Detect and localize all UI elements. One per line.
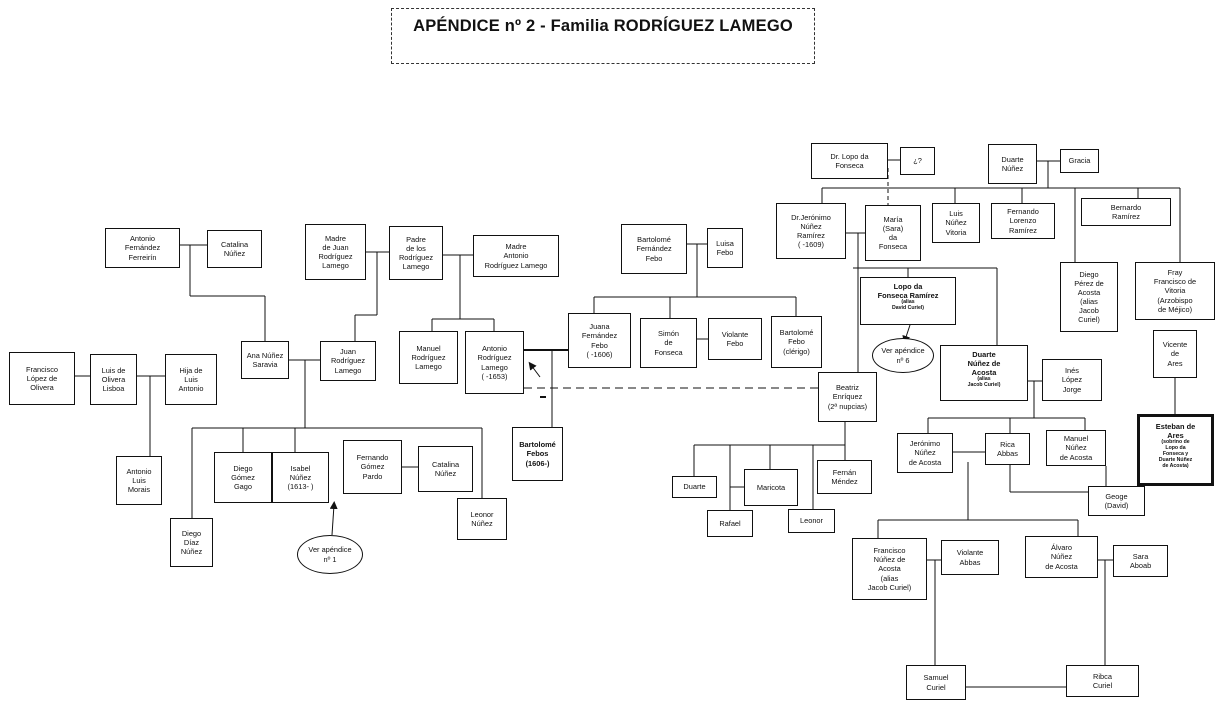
person-diego-perez-de-acosta: Diego Pérez de Acosta (alias Jacob Curie…	[1060, 262, 1118, 332]
person-ines-lopez-jorge: Inés López Jorge	[1042, 359, 1102, 401]
person-antonio-luis-morais: Antonio Luis Morais	[116, 456, 162, 505]
person-juan-rodriguez-lamego: Juan Rodríguez Lamego	[320, 341, 376, 381]
reference-ver-apendice-1: Ver apéndice nº 1	[297, 535, 363, 574]
person-esteban-de-ares-name: Esteban de Ares	[1155, 422, 1196, 441]
diagram-title: APÉNDICE nº 2 - Familia RODRÍGUEZ LAMEGO	[391, 8, 815, 64]
person-luis-nunez-vitoria: Luis Núñez Vitoria	[932, 203, 980, 243]
person-violante-febo: Violante Febo	[708, 318, 762, 360]
person-dr-jeronimo-nunez-ramirez: Dr.Jerónimo Núñez Ramírez ( -1609)	[776, 203, 846, 259]
person-samuel-curiel: Samuel Curiel	[906, 665, 966, 700]
person-dr-lopo-da-fonseca: Dr. Lopo da Fonseca	[811, 143, 888, 179]
person-violante-abbas: Violante Abbas	[941, 540, 999, 575]
person-bartolome-febos: Bartolomé Febos (1606-)	[512, 427, 563, 481]
person-fernando-gomez-pardo: Fernando Gómez Pardo	[343, 440, 402, 494]
person-padre-de-los-rodriguez-lamego: Padre de los Rodríguez Lamego	[389, 226, 443, 280]
person-esteban-de-ares: Esteban de Ares(sobrino de Lopo da Fonse…	[1137, 414, 1214, 486]
person-diego-gomez-gago: Diego Gómez Gago	[214, 452, 272, 503]
person-duarte-nunez-de-acosta-alias: (alias Jacob Curiel)	[967, 376, 1001, 389]
person-maria-sara-da-fonseca: María (Sara) da Fonseca	[865, 205, 921, 261]
person-vicente-de-ares: Vicente de Ares	[1153, 330, 1197, 378]
person-duarte-nunez-de-acosta: Duarte Núñez de Acosta(alias Jacob Curie…	[940, 345, 1028, 401]
person-lopo-da-fonseca-ramirez-alias: (alias David Curiel)	[892, 299, 924, 312]
person-isabel-nunez: Isabel Núñez (1613- )	[272, 452, 329, 503]
person-geoge-david: Geoge (David)	[1088, 486, 1145, 516]
person-sara-aboab: Sara Aboab	[1113, 545, 1168, 577]
person-fernan-mendez: Fernán Méndez	[817, 460, 872, 494]
person-hija-de-luis-antonio: Hija de Luis Antonio	[165, 354, 217, 405]
person-francisco-lopez-de-olivera: Francisco López de Olivera	[9, 352, 75, 405]
person-gracia: Gracia	[1060, 149, 1099, 173]
person-madre-antonio-rodriguez-lamego: Madre Antonio Rodríguez Lamego	[473, 235, 559, 277]
person-francisco-nunez-de-acosta: Francisco Núñez de Acosta (alias Jacob C…	[852, 538, 927, 600]
person-antonio-rodriguez-lamego: Antonio Rodríguez Lamego ( -1653)	[465, 331, 524, 394]
person-esteban-de-ares-note: (sobrino de Lopo da Fonseca y Duarte Núñ…	[1158, 439, 1193, 469]
person-diego-diaz-nunez: Diego Díaz Núñez	[170, 518, 213, 567]
person-bernardo-ramirez: Bernardo Ramírez	[1081, 198, 1171, 226]
person-luis-de-olivera-lisboa: Luis de Olivera Lisboa	[90, 354, 137, 405]
person-maricota: Maricota	[744, 469, 798, 506]
person-ana-nunez-saravia: Ana Núñez Saravia	[241, 341, 289, 379]
person-alvaro-nunez-de-acosta: Álvaro Núñez de Acosta	[1025, 536, 1098, 578]
person-catalina-nunez: Catalina Núñez	[207, 230, 262, 268]
person-manuel-nunez-de-acosta: Manuel Núñez de Acosta	[1046, 430, 1106, 466]
person-beatriz-enriquez: Beatriz Enríquez (2ª nupcias)	[818, 372, 877, 422]
person-lopo-da-fonseca-ramirez-name: Lopo da Fonseca Ramírez	[877, 282, 939, 301]
person-leonor-nunez: Leonor Núñez	[457, 498, 507, 540]
person-fernando-lorenzo-ramirez: Fernando Lorenzo Ramírez	[991, 203, 1055, 239]
person-duarte-nunez: Duarte Núñez	[988, 144, 1037, 184]
person-rica-abbas: Rica Abbas	[985, 433, 1030, 465]
person-unknown: ¿?	[900, 147, 935, 175]
person-manuel-rodriguez-lamego: Manuel Rodríguez Lamego	[399, 331, 458, 384]
person-catalina-nunez-2: Catalina Núñez	[418, 446, 473, 492]
person-leonor: Leonor	[788, 509, 835, 533]
person-jeronimo-nunez-de-acosta: Jerónimo Núñez de Acosta	[897, 433, 953, 473]
person-duarte-nunez-de-acosta-name: Duarte Núñez de Acosta	[967, 350, 1001, 378]
person-bartolome-fernandez-febo: Bartolomé Fernández Febo	[621, 224, 687, 274]
person-madre-de-juan-rodriguez-lamego: Madre de Juan Rodríguez Lamego	[305, 224, 366, 280]
person-rafael: Rafael	[707, 510, 753, 537]
person-simon-de-fonseca: Simón de Fonseca	[640, 318, 697, 368]
person-luisa-febo: Luisa Febo	[707, 228, 743, 268]
person-juana-fernandez-febo: Juana Fernández Febo ( -1606)	[568, 313, 631, 368]
person-fray-francisco-de-vitoria: Fray Francisco de Vitoria (Arzobispo de …	[1135, 262, 1215, 320]
person-duarte: Duarte	[672, 476, 717, 498]
person-bartolome-febo-clerigo: Bartolomé Febo (clérigo)	[771, 316, 822, 368]
reference-ver-apendice-6: Ver apéndice nº 6	[872, 338, 934, 373]
person-lopo-da-fonseca-ramirez: Lopo da Fonseca Ramírez(alias David Curi…	[860, 277, 956, 325]
person-antonio-fernandez-ferreirin: Antonio Fernández Ferreirín	[105, 228, 180, 268]
person-ribca-curiel: Ribca Curiel	[1066, 665, 1139, 697]
